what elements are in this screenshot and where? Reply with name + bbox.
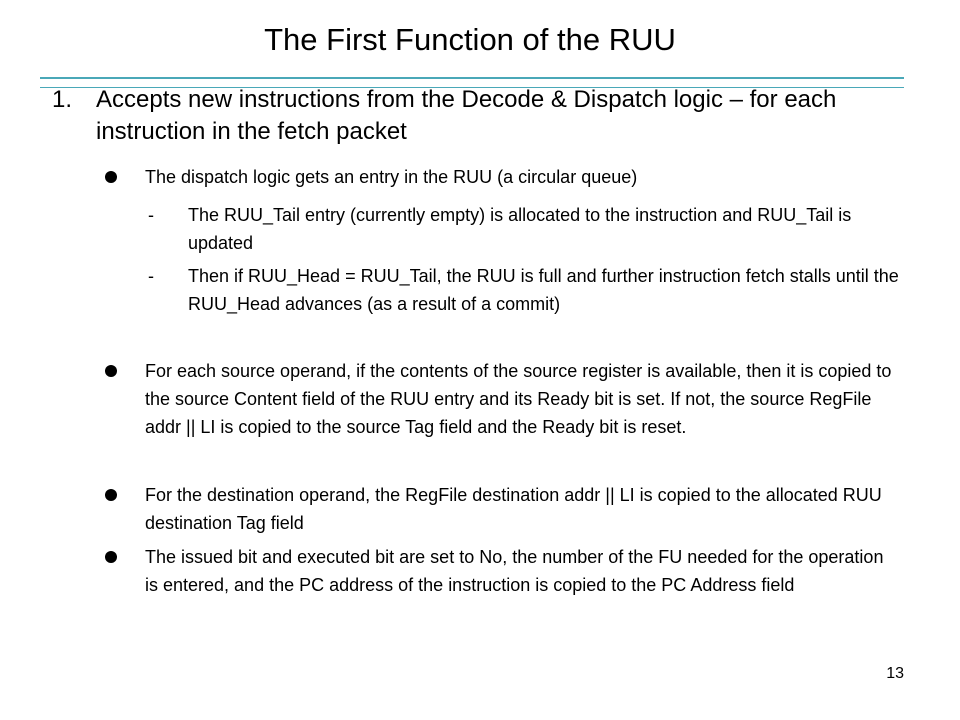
bullet-text: For the destination operand, the RegFile… <box>145 485 882 533</box>
sub-item-text: The RUU_Tail entry (currently empty) is … <box>188 205 852 253</box>
dash-mark: - <box>148 266 154 286</box>
bullet-item-4: The issued bit and executed bit are set … <box>100 543 900 599</box>
sub-item-text: Then if RUU_Head = RUU_Tail, the RUU is … <box>188 266 899 314</box>
numbered-item-text: Accepts new instructions from the Decode… <box>96 86 837 145</box>
bullet-text: The issued bit and executed bit are set … <box>145 547 884 595</box>
bullet-text: For each source operand, if the contents… <box>145 361 892 437</box>
sub-item-2: - Then if RUU_Head = RUU_Tail, the RUU i… <box>148 262 900 318</box>
slide-title: The First Function of the RUU <box>264 22 676 57</box>
bullet-text: The dispatch logic gets an entry in the … <box>145 167 638 187</box>
numbered-item-number: 1. <box>52 86 73 113</box>
bullet-item-1: The dispatch logic gets an entry in the … <box>100 163 900 191</box>
page-number: 13 <box>886 665 904 682</box>
bullet-dot-icon <box>105 551 117 563</box>
bullet-item-2: For each source operand, if the contents… <box>100 357 900 441</box>
numbered-item: 1. Accepts new instructions from the Dec… <box>52 84 882 148</box>
bullet-item-3: For the destination operand, the RegFile… <box>100 481 900 537</box>
sub-item-1: - The RUU_Tail entry (currently empty) i… <box>148 201 900 257</box>
bullet-dot-icon <box>105 365 117 377</box>
bullet-dot-icon <box>105 171 117 183</box>
title-rule-top <box>40 77 904 79</box>
title-rule-bottom <box>40 87 904 88</box>
dash-mark: - <box>148 205 154 225</box>
bullet-dot-icon <box>105 489 117 501</box>
